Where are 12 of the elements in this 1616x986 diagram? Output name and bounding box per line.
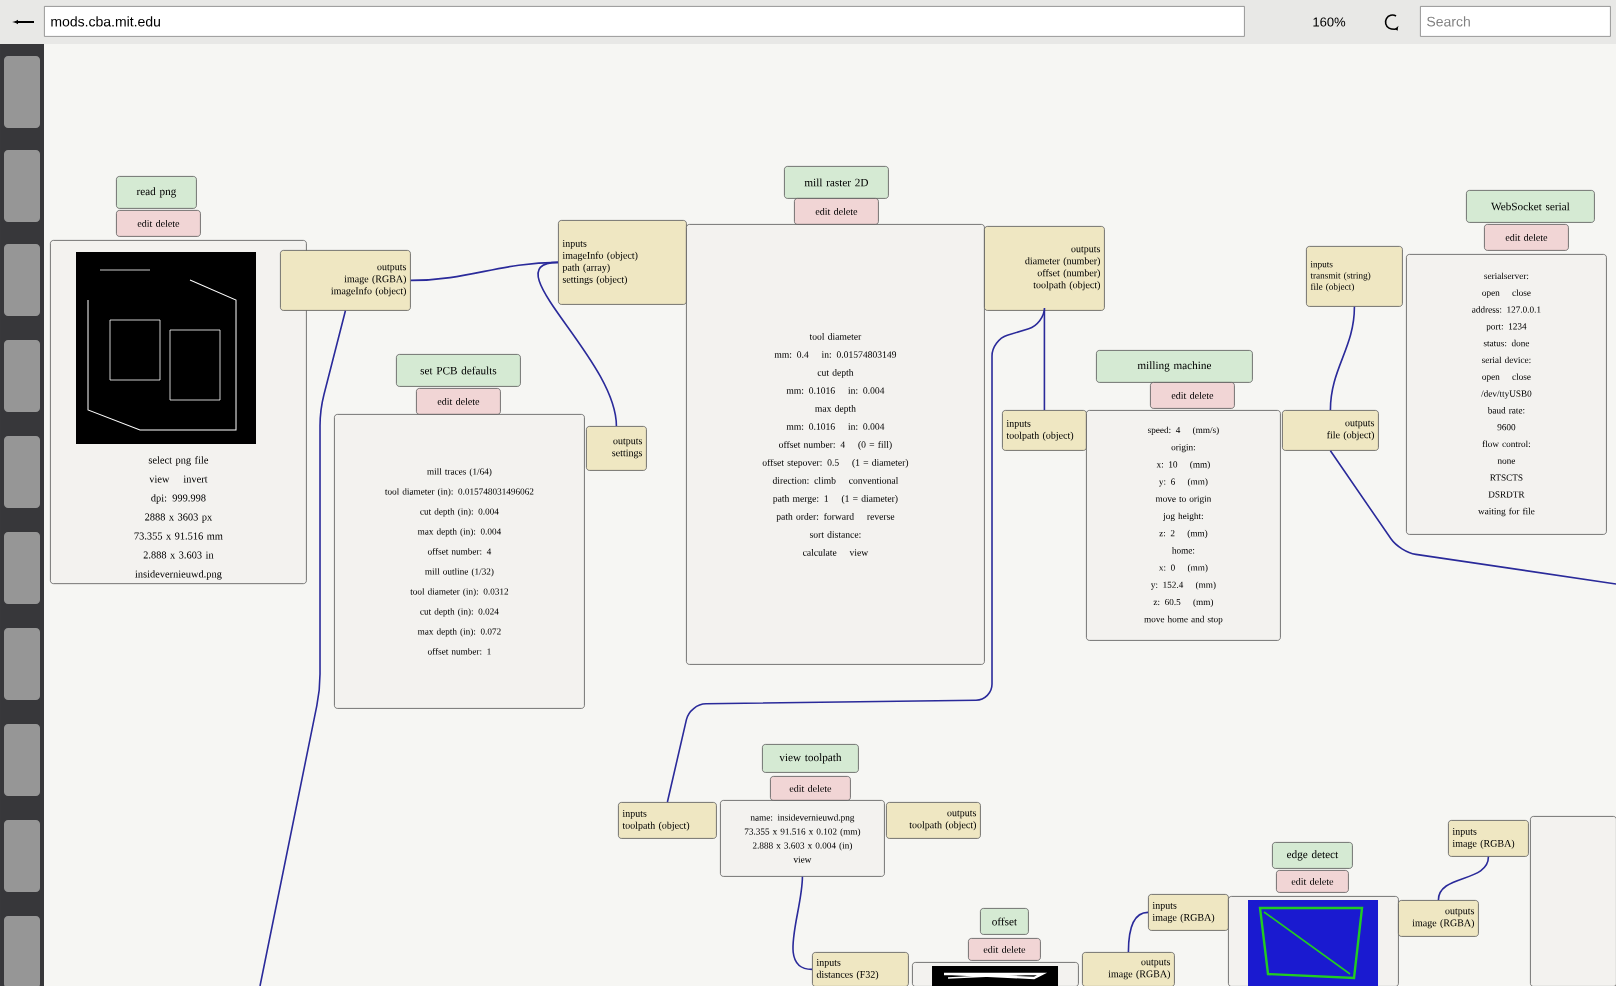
image-panel	[912, 962, 1079, 986]
connector-line	[792, 876, 813, 971]
module-panel	[1530, 816, 1616, 986]
connector-line	[1043, 310, 1046, 411]
connector-line	[1437, 856, 1490, 901]
connector-line	[259, 310, 347, 986]
connector-line	[1329, 450, 1616, 585]
connector-line	[1127, 911, 1149, 953]
connector-line	[666, 307, 1046, 803]
connector-line	[1329, 306, 1356, 411]
image-panel	[1228, 896, 1399, 986]
connector-line	[537, 261, 618, 427]
